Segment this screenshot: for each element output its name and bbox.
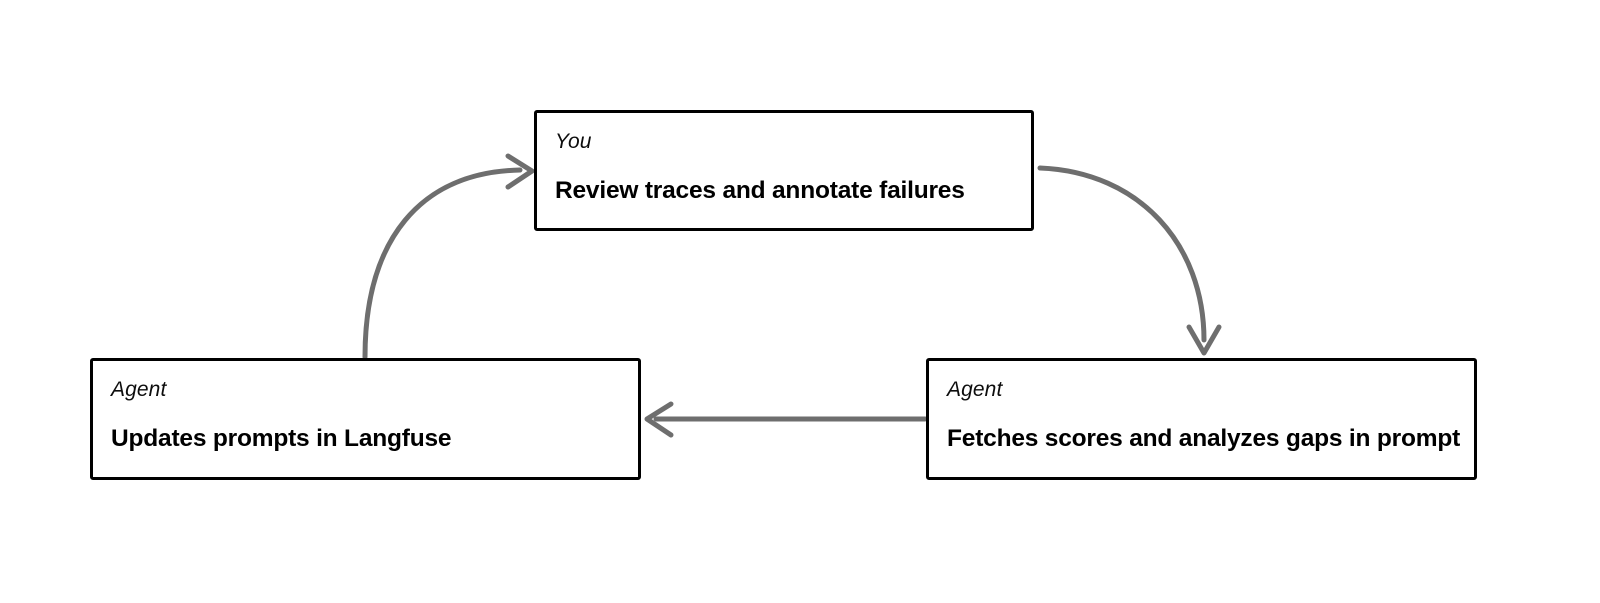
node-title-text: Fetches scores and analyzes gaps in prom… bbox=[947, 425, 1461, 452]
edge-you-to-fetch bbox=[1037, 165, 1222, 356]
node-you-review[interactable]: You Review traces and annotate failures bbox=[534, 110, 1034, 231]
arrowhead-down-icon bbox=[1186, 324, 1222, 356]
node-title-text: Updates prompts in Langfuse bbox=[111, 425, 452, 452]
edge-fetch-to-update bbox=[644, 401, 928, 438]
arrowhead-left-icon bbox=[644, 401, 674, 438]
node-title-text: Review traces and annotate failures bbox=[555, 177, 965, 204]
arrowhead-right-icon bbox=[505, 153, 535, 190]
node-role-label: Agent bbox=[947, 378, 1003, 401]
node-agent-fetch[interactable]: Agent Fetches scores and analyzes gaps i… bbox=[926, 358, 1477, 480]
edge-update-to-you bbox=[362, 153, 535, 360]
node-role-label: Agent bbox=[111, 378, 167, 401]
node-role-label: You bbox=[555, 130, 592, 153]
node-agent-update[interactable]: Agent Updates prompts in Langfuse bbox=[90, 358, 641, 480]
